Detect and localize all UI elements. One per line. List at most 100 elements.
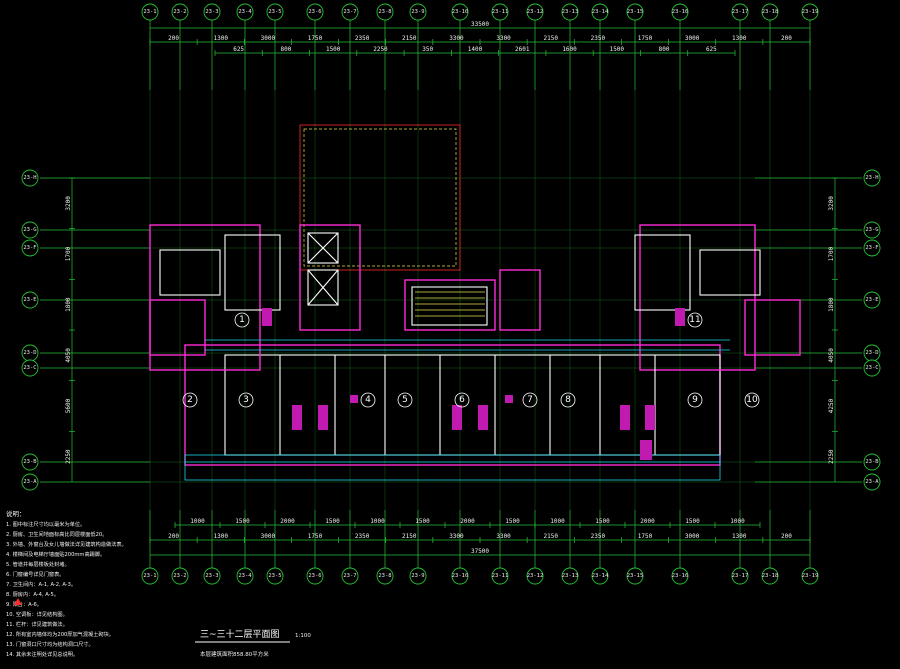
axis-bubble-right xyxy=(863,453,881,471)
axis-label-top: 23-15 xyxy=(627,9,644,15)
axis-label-bottom: 23-3 xyxy=(205,573,218,579)
dim-text: 625 xyxy=(233,46,244,53)
dim-text: 2601 xyxy=(515,46,530,53)
axis-label-top: 23-18 xyxy=(762,9,779,15)
axis-label-bottom: 23-11 xyxy=(492,573,509,579)
dim-text: 2150 xyxy=(543,35,558,42)
room-number: 10 xyxy=(746,395,758,405)
axis-label-top: 23-5 xyxy=(268,9,281,15)
dim-text: 2000 xyxy=(460,518,475,525)
axis-label-right: 23-D xyxy=(865,350,878,356)
axis-bubble-top xyxy=(306,3,324,21)
room-number-circle xyxy=(560,392,576,408)
axis-label-top: 23-19 xyxy=(802,9,819,15)
axis-label-top: 23-12 xyxy=(527,9,544,15)
notes-title: 说明： xyxy=(6,509,26,518)
axis-bubble-bottom xyxy=(671,567,689,585)
room-number: 1 xyxy=(239,315,245,325)
axis-label-left: 23-G xyxy=(23,227,36,233)
axis-bubble-top xyxy=(266,3,284,21)
axis-bubble-bottom xyxy=(626,567,644,585)
note-line: 6. 门窗编号详见门窗表。 xyxy=(6,570,64,578)
axis-label-top: 23-16 xyxy=(672,9,689,15)
axis-bubble-top xyxy=(761,3,779,21)
axis-label-top: 23-6 xyxy=(308,9,321,15)
axis-label-bottom: 23-7 xyxy=(343,573,356,579)
room-number-circle xyxy=(687,312,703,328)
axis-label-top: 23-14 xyxy=(592,9,609,15)
axis-bubble-left xyxy=(21,359,39,377)
axis-bubble-top xyxy=(451,3,469,21)
axis-bubble-top xyxy=(341,3,359,21)
dim-text-v: 3200 xyxy=(828,196,835,211)
room-number: 8 xyxy=(565,395,571,405)
dim-text: 2150 xyxy=(402,35,417,42)
dim-text-v: 1700 xyxy=(65,246,72,261)
axis-bubble-bottom xyxy=(341,567,359,585)
room-number: 11 xyxy=(689,315,700,325)
dim-text: 2350 xyxy=(355,35,370,42)
axis-label-bottom: 23-10 xyxy=(452,573,469,579)
dim-text: 2150 xyxy=(543,533,558,540)
dim-text: 1300 xyxy=(213,533,228,540)
room-number: 4 xyxy=(365,395,371,405)
axis-label-right: 23-G xyxy=(865,227,878,233)
axis-bubble-bottom xyxy=(266,567,284,585)
axis-label-top: 23-2 xyxy=(173,9,186,15)
dim-text-v: 5600 xyxy=(65,398,72,413)
room-number-circle xyxy=(454,392,470,408)
dim-total-top: 33500 xyxy=(471,21,489,28)
dim-text: 1500 xyxy=(235,518,250,525)
dim-text: 1500 xyxy=(685,518,700,525)
sheet-title: 三~三十二层平面图 xyxy=(200,628,280,640)
note-line: 13. 门窗洞口尺寸均为结构洞口尺寸。 xyxy=(6,640,94,648)
room-number-circle xyxy=(744,392,760,408)
axis-bubble-bottom xyxy=(491,567,509,585)
dim-text: 2350 xyxy=(591,533,606,540)
dim-text-v: 4050 xyxy=(828,348,835,363)
axis-bubble-right xyxy=(863,359,881,377)
axis-bubble-right xyxy=(863,473,881,491)
note-line: 4. 楼梯间及电梯厅墙面贴200mm高踢脚。 xyxy=(6,550,105,558)
axis-label-top: 23-4 xyxy=(238,9,252,15)
axis-label-top: 23-7 xyxy=(343,9,356,15)
axis-label-bottom: 23-15 xyxy=(627,573,644,579)
axis-label-top: 23-3 xyxy=(205,9,218,15)
dim-text: 3000 xyxy=(685,533,700,540)
axis-label-bottom: 23-4 xyxy=(238,573,252,579)
axis-bubble-top xyxy=(526,3,544,21)
axis-bubble-top xyxy=(561,3,579,21)
axis-bubble-top xyxy=(203,3,221,21)
axis-label-top: 23-13 xyxy=(562,9,579,15)
dim-text: 200 xyxy=(168,533,179,540)
dim-text: 1000 xyxy=(370,518,385,525)
sheet-scale: 1:100 xyxy=(295,633,311,639)
dim-text-v: 2250 xyxy=(828,449,835,464)
axis-label-bottom: 23-1 xyxy=(143,573,156,579)
dim-text: 1500 xyxy=(415,518,430,525)
dim-text: 3300 xyxy=(496,533,511,540)
room-number: 3 xyxy=(243,395,249,405)
axis-bubble-bottom xyxy=(761,567,779,585)
axis-bubble-top xyxy=(626,3,644,21)
axis-label-top: 23-9 xyxy=(411,9,424,15)
dim-text: 1300 xyxy=(732,35,747,42)
dim-text-v: 1800 xyxy=(828,297,835,312)
dim-text: 1000 xyxy=(550,518,565,525)
axis-bubble-bottom xyxy=(376,567,394,585)
dim-text-v: 4250 xyxy=(828,398,835,413)
axis-label-left: 23-B xyxy=(23,459,37,465)
room-number-circle xyxy=(360,392,376,408)
dim-text: 3000 xyxy=(261,533,276,540)
axis-bubble-bottom xyxy=(591,567,609,585)
dim-text: 1750 xyxy=(638,35,653,42)
dim-text: 1500 xyxy=(610,46,625,53)
axis-bubble-top xyxy=(591,3,609,21)
axis-bubble-bottom xyxy=(141,567,159,585)
note-line: 8. 厨房内：A-4, A-5。 xyxy=(6,590,59,598)
axis-label-right: 23-B xyxy=(865,459,879,465)
axis-label-top: 23-11 xyxy=(492,9,509,15)
room-number-circle xyxy=(238,392,254,408)
dim-text: 1600 xyxy=(562,46,577,53)
